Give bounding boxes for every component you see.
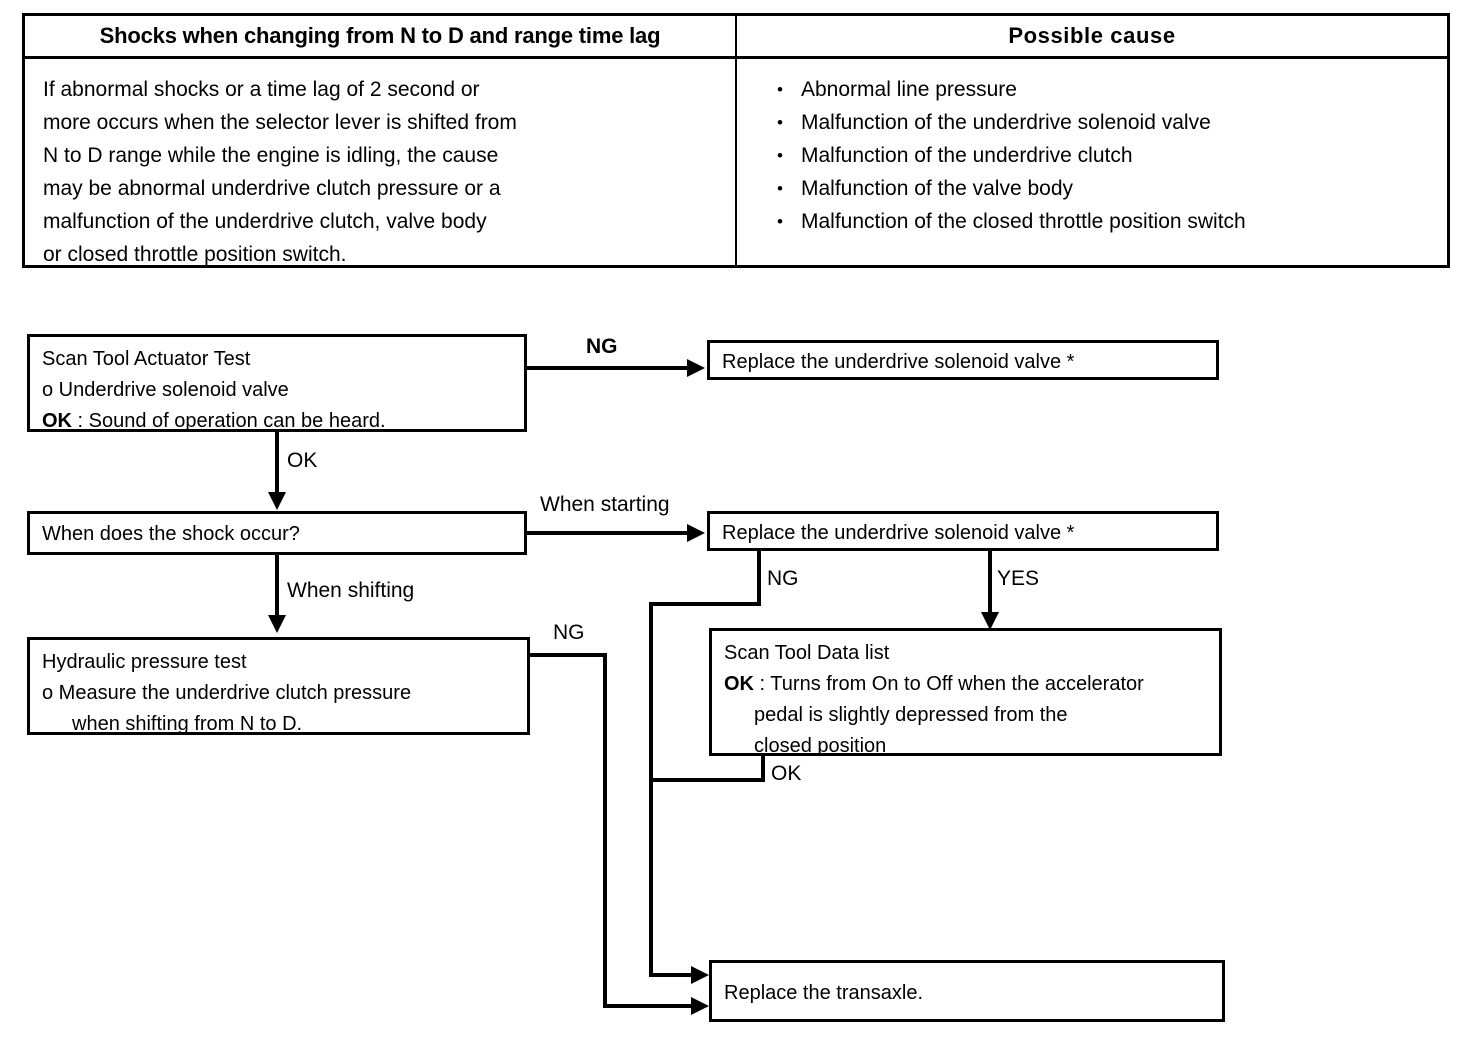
edge-line-ng-solenoid2-down: [757, 551, 761, 606]
edge-line-ng-top: [527, 366, 687, 370]
flow-box-line-rest: : Turns from On to Off when the accelera…: [754, 673, 1144, 695]
ok-label-bold: OK: [724, 673, 754, 695]
edge-line-yes-solenoid2: [988, 551, 992, 614]
bullet-icon: •: [777, 212, 783, 231]
flow-box-scan-tool-actuator-test: Scan Tool Actuator Test o Underdrive sol…: [27, 334, 527, 432]
edge-label-when-shifting: When shifting: [287, 579, 415, 602]
flow-box-line: When does the shock occur?: [42, 523, 300, 545]
flow-box-line: pedal is slightly depressed from the: [754, 704, 1068, 726]
edge-line-ng-hydraulic-right: [530, 653, 607, 657]
possible-cause-text: Malfunction of the underdrive solenoid v…: [801, 111, 1211, 134]
flow-box-line: Hydraulic pressure test: [42, 651, 247, 673]
edge-arrowhead-when-starting: [687, 524, 705, 542]
flow-box-line: Scan Tool Data list: [724, 642, 890, 664]
edge-arrowhead-ng-hydraulic: [691, 997, 709, 1015]
flow-box-when-does-shock-occur: When does the shock occur?: [27, 511, 527, 555]
edge-line-ok-datalist-left: [649, 778, 765, 782]
edge-label-yes-solenoid2: YES: [997, 567, 1040, 590]
table-header-cell-symptom: Shocks when changing from N to D and ran…: [25, 16, 737, 56]
flow-box-line: o Underdrive solenoid valve: [42, 379, 289, 401]
flow-box-replace-transaxle: Replace the transaxle.: [709, 960, 1225, 1022]
flow-box-line: Replace the transaxle.: [724, 982, 924, 1004]
flow-box-line: OK : Sound of operation can be heard.: [42, 406, 524, 437]
symptom-description-line: N to D range while the engine is idling,…: [43, 144, 499, 167]
bullet-icon: •: [777, 146, 783, 165]
flow-box-line: when shifting from N to D.: [72, 713, 303, 735]
possible-cause-text: Malfunction of the closed throttle posit…: [801, 210, 1246, 233]
symptom-cause-table: Shocks when changing from N to D and ran…: [22, 13, 1450, 268]
flow-box-line: Replace the underdrive solenoid valve *: [722, 522, 1075, 544]
edge-label-ng-hydraulic: NG: [553, 621, 585, 644]
table-header-symptom-text: Shocks when changing from N to D and ran…: [99, 23, 661, 48]
flow-box-line: Scan Tool Actuator Test: [42, 348, 251, 370]
flow-box-scan-tool-data-list: Scan Tool Data list OK : Turns from On t…: [709, 628, 1222, 757]
possible-cause-text: Malfunction of the underdrive clutch: [801, 144, 1133, 167]
edge-arrowhead-when-shifting: [268, 615, 286, 633]
edge-label-when-starting: When starting: [540, 493, 670, 516]
table-header-row: Shocks when changing from N to D and ran…: [25, 16, 1447, 59]
symptom-description-line: more occurs when the selector lever is s…: [43, 111, 517, 134]
possible-cause-item: • Malfunction of the closed throttle pos…: [771, 205, 1437, 238]
table-header-cause-text: Possible cause: [1008, 23, 1176, 48]
symptom-description-line: If abnormal shocks or a time lag of 2 se…: [43, 78, 480, 101]
possible-cause-text: Abnormal line pressure: [801, 78, 1017, 101]
edge-line-ng-solenoid2-vertical: [649, 602, 653, 975]
table-body-row: If abnormal shocks or a time lag of 2 se…: [25, 59, 1447, 266]
flow-box-line: closed position: [754, 735, 887, 757]
possible-cause-cell: • Abnormal line pressure • Malfunction o…: [737, 59, 1447, 265]
edge-label-ok-top: OK: [287, 449, 318, 472]
flow-box-replace-solenoid-valve-1: Replace the underdrive solenoid valve *: [707, 340, 1219, 380]
symptom-description-cell: If abnormal shocks or a time lag of 2 se…: [25, 59, 737, 266]
edge-arrowhead-ng-solenoid2: [691, 966, 709, 984]
edge-arrowhead-yes-solenoid2: [981, 612, 999, 630]
edge-arrowhead-ok-top: [268, 492, 286, 510]
bullet-icon: •: [777, 179, 783, 198]
edge-label-ng-solenoid2: NG: [767, 567, 799, 590]
flow-box-line: Replace the underdrive solenoid valve *: [722, 351, 1075, 373]
edge-label-ok-datalist: OK: [771, 762, 802, 785]
flow-box-line: o Measure the underdrive clutch pressure: [42, 682, 412, 704]
edge-line-when-shifting: [275, 555, 279, 617]
flow-box-hydraulic-pressure-test: Hydraulic pressure test o Measure the un…: [27, 637, 530, 735]
symptom-description-line: malfunction of the underdrive clutch, va…: [43, 210, 487, 233]
bullet-icon: •: [777, 80, 783, 99]
table-header-cell-cause: Possible cause: [737, 16, 1447, 56]
edge-line-ok-top: [275, 432, 279, 494]
flow-box-replace-solenoid-valve-2: Replace the underdrive solenoid valve *: [707, 511, 1219, 551]
edge-line-ng-solenoid2-to-transaxle: [649, 973, 705, 977]
flow-box-line-rest: : Sound of operation can be heard.: [72, 410, 386, 432]
ok-label-bold: OK: [42, 410, 72, 432]
edge-line-ok-datalist-down: [761, 756, 765, 782]
edge-line-ng-solenoid2-left: [649, 602, 761, 606]
edge-line-when-starting: [527, 531, 687, 535]
possible-cause-item: • Malfunction of the underdrive clutch: [771, 139, 1437, 172]
bullet-icon: •: [777, 113, 783, 132]
symptom-description-line: may be abnormal underdrive clutch pressu…: [43, 177, 501, 200]
edge-line-ng-hydraulic-to-transaxle: [603, 1004, 705, 1008]
possible-cause-text: Malfunction of the valve body: [801, 177, 1073, 200]
flow-box-line: OK : Turns from On to Off when the accel…: [724, 669, 1219, 700]
edge-line-ng-hydraulic-down: [603, 653, 607, 1008]
edge-label-ng-top: NG: [586, 335, 618, 358]
edge-arrowhead-ng-top: [687, 359, 705, 377]
possible-cause-item: • Malfunction of the underdrive solenoid…: [771, 106, 1437, 139]
symptom-description-line: or closed throttle position switch.: [43, 243, 347, 266]
possible-cause-item: • Abnormal line pressure: [771, 73, 1437, 106]
possible-cause-item: • Malfunction of the valve body: [771, 172, 1437, 205]
